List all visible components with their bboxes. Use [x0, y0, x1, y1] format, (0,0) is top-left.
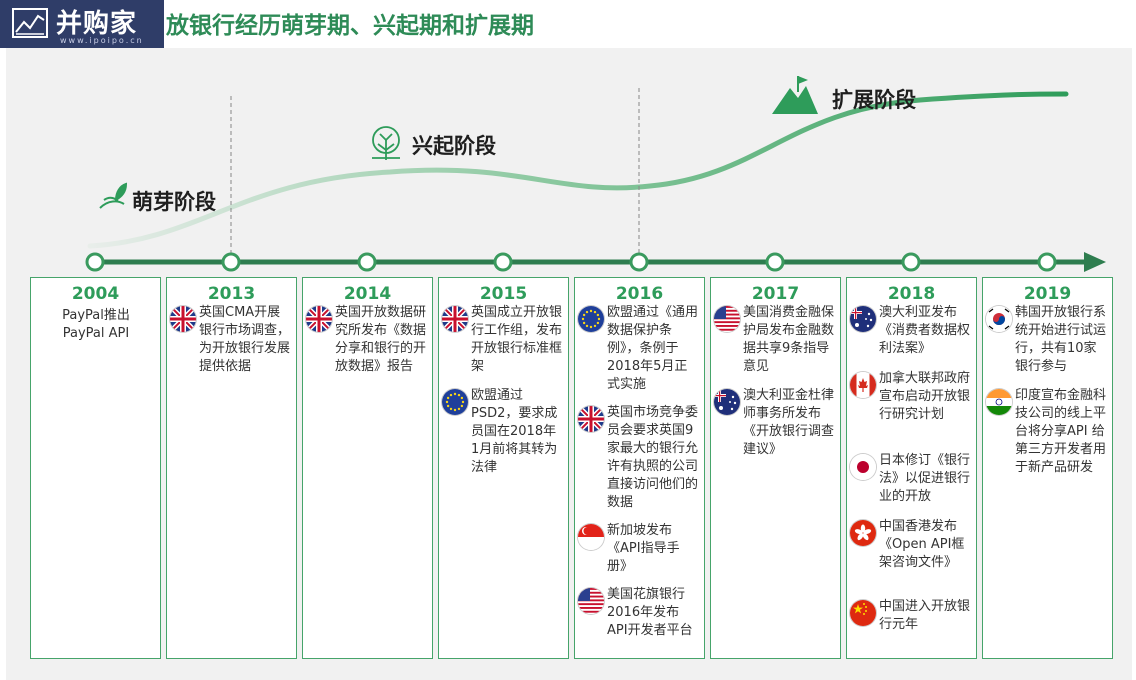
stage-label-sprout: 萌芽阶段 [132, 190, 216, 214]
timeline-entry-text: 美国花旗银行2016年发布API开发者平台 [607, 587, 693, 638]
year-label: 2018 [887, 284, 936, 304]
timeline-entry-text: 日本修订《银行法》以促进银行业的开放 [879, 453, 971, 504]
marker-2013 [221, 252, 241, 272]
tree-icon [372, 126, 400, 160]
year-label: 2015 [479, 284, 528, 304]
eu-flag-icon [578, 306, 604, 332]
year-column-2019 [982, 277, 1113, 659]
uk-flag-icon [170, 306, 196, 332]
timeline-entry-text: 中国进入开放银行元年 [879, 599, 971, 632]
uk-flag-icon [442, 306, 468, 332]
hongkong-flag-icon [850, 520, 876, 546]
us-flag-icon [714, 306, 740, 332]
korea-flag-icon [986, 306, 1012, 332]
timeline-entry-text: 韩国开放银行系统开始进行试运行，共有10家银行参与 [1015, 305, 1107, 374]
year-column-2013 [166, 277, 297, 659]
marker-2004 [85, 252, 105, 272]
year-label: 2017 [751, 284, 800, 304]
eu-flag-icon [442, 389, 468, 415]
timeline-entry-text: 加拿大联邦政府宣布启动开放银行研究计划 [879, 371, 971, 422]
timeline-entry-text: 英国CMA开展银行市场调查，为开放银行发展提供依据 [199, 305, 291, 374]
year-label: 2016 [615, 284, 664, 304]
timeline-entry-text: 欧盟通过《通用数据保护条例》，条例于2018年5月正式实施 [607, 305, 699, 392]
marker-2017 [765, 252, 785, 272]
timeline-entry-text: 欧盟通过PSD2，要求成员国在2018年1月前将其转为法律 [471, 388, 558, 475]
mountain-flag-icon [772, 76, 818, 114]
chart-logo-icon [12, 8, 48, 38]
australia-flag-icon [714, 389, 740, 415]
year-column-2015 [438, 277, 569, 659]
year-column-2014 [302, 277, 433, 659]
timeline-entry-text: PayPal推出PayPal API [62, 308, 130, 341]
year-label: 2013 [207, 284, 256, 304]
singapore-flag-icon [578, 524, 604, 550]
uk-flag-icon [578, 406, 604, 432]
india-flag-icon [986, 389, 1012, 415]
logo-url: www.ipoipo.cn [60, 36, 144, 45]
site-logo[interactable]: 并购家 www.ipoipo.cn [0, 0, 164, 48]
timeline-entry-text: 英国市场竞争委员会要求英国9家最大的银行允许有执照的公司直接访问他们的数据 [607, 405, 699, 510]
timeline-entry-text: 澳大利亚发布《消费者数据权利法案》 [879, 305, 971, 356]
year-label: 2014 [343, 284, 392, 304]
marker-2016 [629, 252, 649, 272]
australia-flag-icon [850, 306, 876, 332]
timeline-entry-text: 澳大利亚金杜律师事务所发布《开放银行调查建议》 [743, 388, 835, 457]
timeline-markers [85, 252, 1057, 272]
year-label: 2004 [71, 284, 120, 304]
timeline-entry-text: 英国开放数据研究所发布《数据分享和银行的开放数据》报告 [335, 305, 427, 374]
timeline-entry-text: 新加坡发布《API指导手册》 [607, 523, 680, 574]
timeline-entry-text: 印度宣布金融科技公司的线上平台将分享API 给第三方开发者用于新产品研发 [1015, 388, 1107, 475]
japan-flag-icon [850, 454, 876, 480]
year-column-2004 [30, 277, 161, 659]
page-title: 放银行经历萌芽期、兴起期和扩展期 [166, 13, 534, 39]
logo-text: 并购家 [56, 9, 138, 39]
canada-flag-icon [850, 372, 876, 398]
marker-2019 [1037, 252, 1057, 272]
year-column-2017 [710, 277, 841, 659]
timeline-entry-text: 美国消费金融保护局发布金融数据共享9条指导意见 [743, 305, 835, 374]
growth-curve [87, 91, 1069, 249]
uk-flag-icon [306, 306, 332, 332]
sprout-icon [99, 182, 128, 209]
stage-label-rise: 兴起阶段 [412, 134, 496, 158]
timeline-entry-text: 英国成立开放银行工作组，发布开放银行标准框架 [471, 305, 563, 374]
year-label: 2019 [1023, 284, 1072, 304]
marker-2015 [493, 252, 513, 272]
us-flag-icon [578, 588, 604, 614]
china-flag-icon [850, 600, 876, 626]
timeline-arrow-icon [1084, 252, 1106, 272]
timeline-entry-text: 中国香港发布《Open API框架咨询文件》 [879, 519, 965, 570]
stage-label-expand: 扩展阶段 [832, 88, 916, 112]
marker-2018 [901, 252, 921, 272]
marker-2014 [357, 252, 377, 272]
